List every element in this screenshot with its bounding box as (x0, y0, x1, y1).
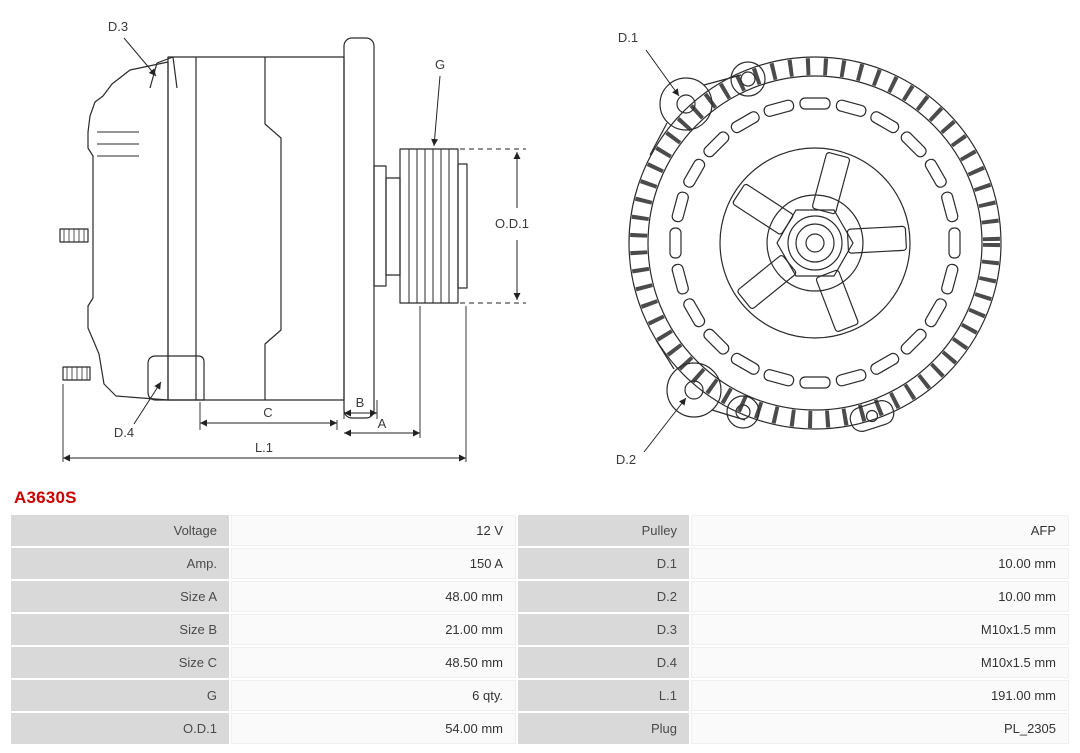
spec-label-l1: L.1 (518, 680, 689, 711)
spec-value-d4: M10x1.5 mm (691, 647, 1069, 678)
spec-label-d4: D.4 (518, 647, 689, 678)
vent-slots (669, 97, 961, 389)
alternator-side-view-drawing (59, 37, 468, 419)
technical-drawing-area: D.3 G O.D.1 D.4 C B A L.1 (59, 19, 1002, 467)
table-row: O.D.1 54.00 mm Plug PL_2305 (11, 713, 1069, 744)
spec-value-l1: 191.00 mm (691, 680, 1069, 711)
dimension-label-a: A (378, 416, 387, 431)
table-row: Amp. 150 A D.1 10.00 mm (11, 548, 1069, 579)
spec-value-size-c: 48.50 mm (231, 647, 516, 678)
dimension-label-od1: O.D.1 (495, 216, 529, 231)
spec-label-plug: Plug (518, 713, 689, 744)
spec-value-od1: 54.00 mm (231, 713, 516, 744)
spec-label-size-c: Size C (11, 647, 229, 678)
table-row: Size C 48.50 mm D.4 M10x1.5 mm (11, 647, 1069, 678)
spec-value-d2: 10.00 mm (691, 581, 1069, 612)
spec-value-d1: 10.00 mm (691, 548, 1069, 579)
spec-table: Voltage 12 V Pulley AFP Amp. 150 A D.1 1… (9, 513, 1071, 746)
spec-label-d3: D.3 (518, 614, 689, 645)
spec-label-d2: D.2 (518, 581, 689, 612)
dimension-label-c: C (263, 405, 272, 420)
dimension-label-b: B (356, 395, 365, 410)
dimension-label-d4: D.4 (114, 425, 134, 440)
dimension-label-d2: D.2 (616, 452, 636, 467)
dimension-label-d1: D.1 (618, 30, 638, 45)
alternator-drawing: D.3 G O.D.1 D.4 C B A L.1 (59, 19, 1002, 467)
spec-label-pulley: Pulley (518, 515, 689, 546)
spec-value-g: 6 qty. (231, 680, 516, 711)
spec-label-d1: D.1 (518, 548, 689, 579)
side-view-dimension-lines (62, 37, 526, 462)
alternator-front-view-drawing (628, 56, 1002, 432)
spec-label-od1: O.D.1 (11, 713, 229, 744)
dimension-label-g: G (435, 57, 445, 72)
dimension-label-l1: L.1 (255, 440, 273, 455)
front-view-leader-lines (643, 49, 687, 453)
spec-value-d3: M10x1.5 mm (691, 614, 1069, 645)
spec-label-size-b: Size B (11, 614, 229, 645)
table-row: Size A 48.00 mm D.2 10.00 mm (11, 581, 1069, 612)
part-number: A3630S (14, 488, 77, 507)
table-row: Size B 21.00 mm D.3 M10x1.5 mm (11, 614, 1069, 645)
spec-label-g: G (11, 680, 229, 711)
spec-value-size-a: 48.00 mm (231, 581, 516, 612)
spec-value-amp: 150 A (231, 548, 516, 579)
dimension-label-d3: D.3 (108, 19, 128, 34)
spec-label-size-a: Size A (11, 581, 229, 612)
table-row: Voltage 12 V Pulley AFP (11, 515, 1069, 546)
table-row: G 6 qty. L.1 191.00 mm (11, 680, 1069, 711)
spec-value-pulley: AFP (691, 515, 1069, 546)
shaft-nut-hexagon (776, 209, 854, 277)
spec-value-size-b: 21.00 mm (231, 614, 516, 645)
spec-value-plug: PL_2305 (691, 713, 1069, 744)
pulley-spokes (732, 152, 907, 332)
spec-label-amp: Amp. (11, 548, 229, 579)
spec-value-voltage: 12 V (231, 515, 516, 546)
spec-label-voltage: Voltage (11, 515, 229, 546)
